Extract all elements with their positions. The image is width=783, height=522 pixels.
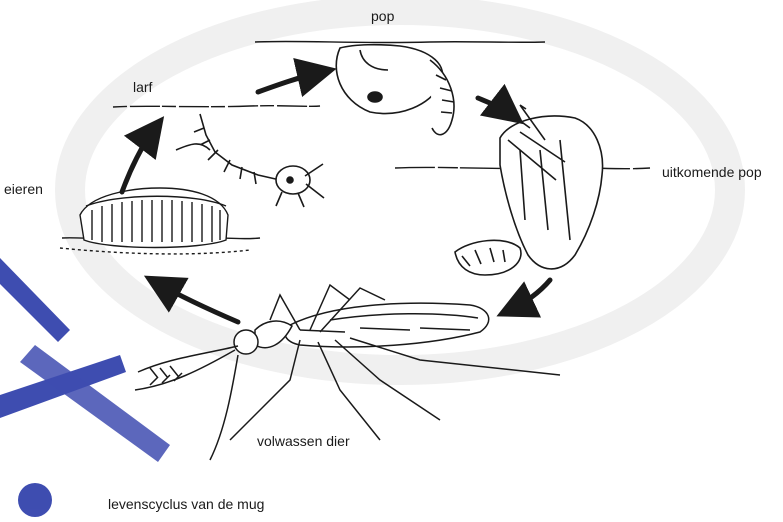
label-eggs: eieren: [4, 181, 43, 197]
diagram-caption: levenscyclus van de mug: [108, 496, 264, 512]
label-pupa: pop: [371, 8, 394, 24]
label-adult: volwassen dier: [257, 433, 350, 449]
arrow-emerging-to-adult: [510, 280, 550, 310]
label-larva: larf: [133, 79, 152, 95]
arrow-larva-to-pupa: [258, 72, 322, 92]
emerging-pupa-illustration: [455, 105, 603, 275]
pupa-illustration: [336, 45, 454, 135]
arrow-eggs-to-larva: [122, 128, 155, 192]
label-emerging-pupa: uitkomende pop: [662, 164, 762, 180]
arrow-pupa-to-emerging: [478, 98, 512, 115]
